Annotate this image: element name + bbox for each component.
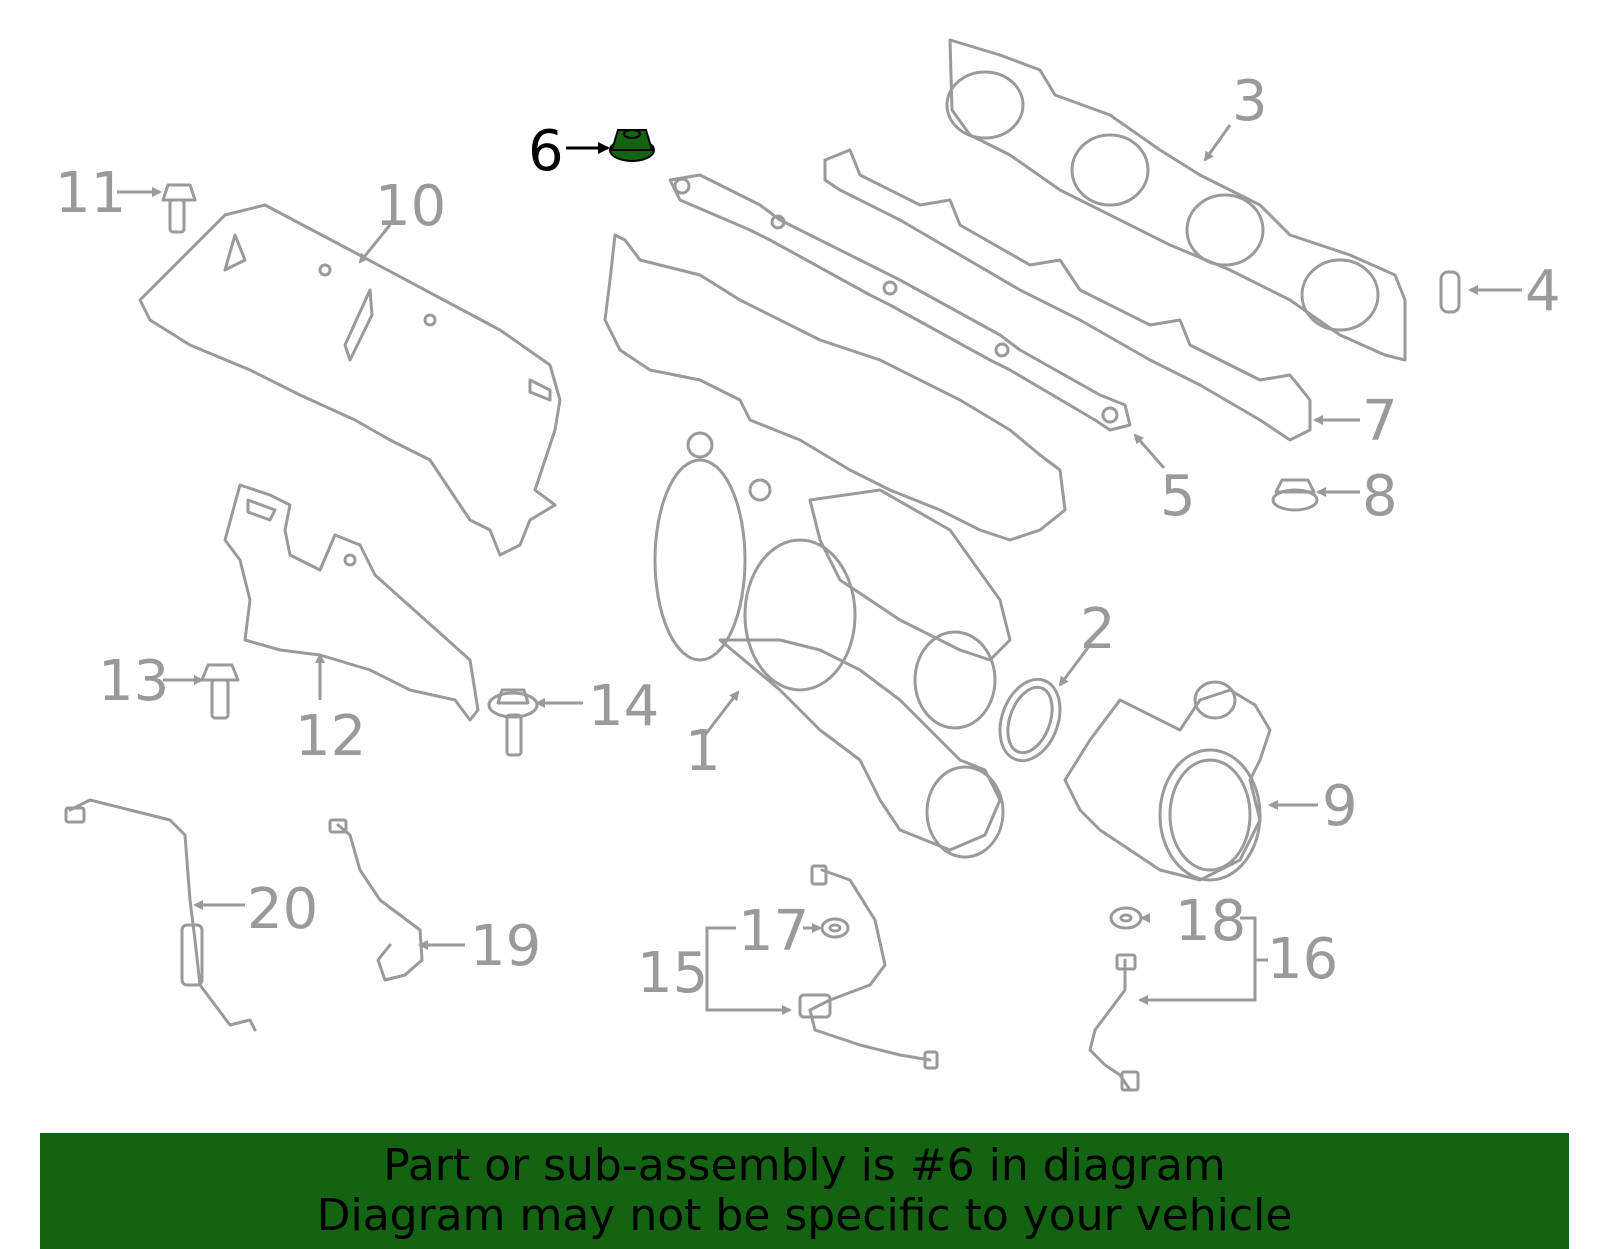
callout-labels: 1 2 3 4 5 6 7 8 9 10 11 12 13 14 15 16 1… [55, 69, 1561, 1006]
callout-20: 20 [247, 877, 318, 942]
part-6-nut-highlighted [609, 129, 655, 162]
callout-18: 18 [1175, 889, 1246, 954]
part-19-pipe [328, 818, 424, 982]
callout-1: 1 [685, 719, 721, 784]
part-17-washer [820, 917, 850, 939]
part-15-hose [798, 864, 939, 1070]
callout-9: 9 [1322, 774, 1358, 839]
callout-10: 10 [375, 174, 446, 239]
callout-5: 5 [1160, 464, 1196, 529]
callout-19: 19 [470, 914, 541, 979]
part-10-heat-shield [138, 203, 562, 557]
callout-6: 6 [528, 119, 564, 184]
callout-17: 17 [738, 899, 809, 964]
part-14-bolt [487, 688, 539, 757]
part-12-lower-heat-shield [223, 483, 480, 722]
part-7-flange-strip [823, 148, 1312, 442]
callout-15: 15 [637, 941, 708, 1006]
callout-13: 13 [98, 649, 169, 714]
callout-7: 7 [1362, 389, 1398, 454]
callout-16: 16 [1267, 927, 1338, 992]
part-11-bolt [161, 183, 197, 234]
callout-8: 8 [1362, 464, 1398, 529]
part-2-o-ring [998, 677, 1062, 763]
callout-3: 3 [1232, 69, 1268, 134]
info-banner: Part or sub-assembly is #6 in diagram Di… [40, 1133, 1569, 1249]
part-9-outlet-pipe [1063, 680, 1272, 882]
callout-4: 4 [1525, 259, 1561, 324]
banner-line-part: Part or sub-assembly is #6 in diagram [383, 1140, 1226, 1191]
part-1-turbocharger [603, 233, 1067, 859]
part-16-hose [1088, 953, 1140, 1092]
part-8-nut [1271, 478, 1319, 512]
part-13-bolt [200, 663, 240, 720]
callout-12: 12 [295, 704, 366, 769]
part-3-manifold-gasket [945, 38, 1407, 362]
part-5-gasket-strip [668, 173, 1132, 432]
part-20-pipe [64, 798, 257, 1032]
callout-11: 11 [55, 161, 126, 226]
callout-2: 2 [1080, 597, 1116, 662]
part-4-dowel-pin [1439, 270, 1461, 314]
leader-lines [117, 124, 1522, 1015]
banner-line-disclaimer: Diagram may not be specific to your vehi… [316, 1190, 1293, 1241]
callout-14: 14 [588, 674, 659, 739]
part-18-washer [1109, 906, 1143, 930]
